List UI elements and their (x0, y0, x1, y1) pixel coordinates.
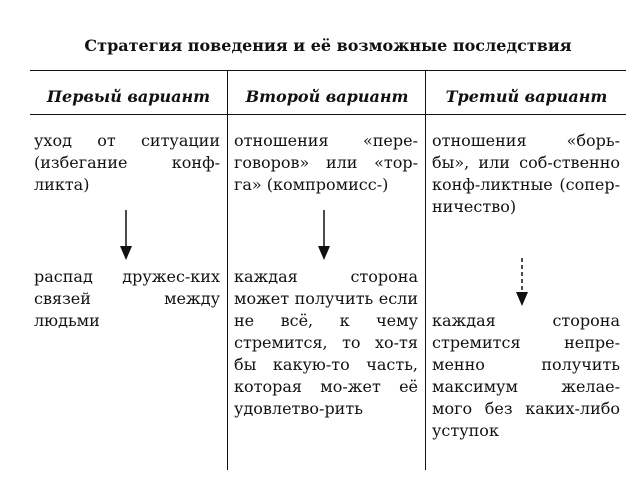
column-header-first: Первый вариант (46, 87, 211, 106)
table-top-rule (30, 70, 626, 71)
cell-third-consequence: каждая сторона стремится непре-менно пол… (432, 311, 620, 440)
cell-first-consequence: распад дружес-ких связей между людьми (34, 267, 220, 330)
cell-third-strategy: отношения «борь-бы», или соб-ственно кон… (432, 131, 620, 216)
cell-second-consequence: каждая сторона может получить если не вс… (234, 267, 418, 418)
arrow-down-icon (318, 210, 330, 260)
column-divider-2 (425, 70, 426, 470)
cell-second-strategy: отношения «пере-говоров» или «тор-га» (к… (234, 131, 418, 194)
arrow-down-icon (516, 258, 528, 306)
column-header-second: Второй вариант (245, 87, 409, 106)
table-title: Стратегия поведения и её возможные после… (84, 36, 572, 55)
cell-first-strategy: уход от ситуации (избегание конф-ликта) (34, 131, 220, 194)
column-divider-1 (227, 70, 228, 470)
arrow-down-icon (120, 210, 132, 260)
column-header-third: Третий вариант (445, 87, 608, 106)
header-separator-rule (30, 114, 626, 115)
